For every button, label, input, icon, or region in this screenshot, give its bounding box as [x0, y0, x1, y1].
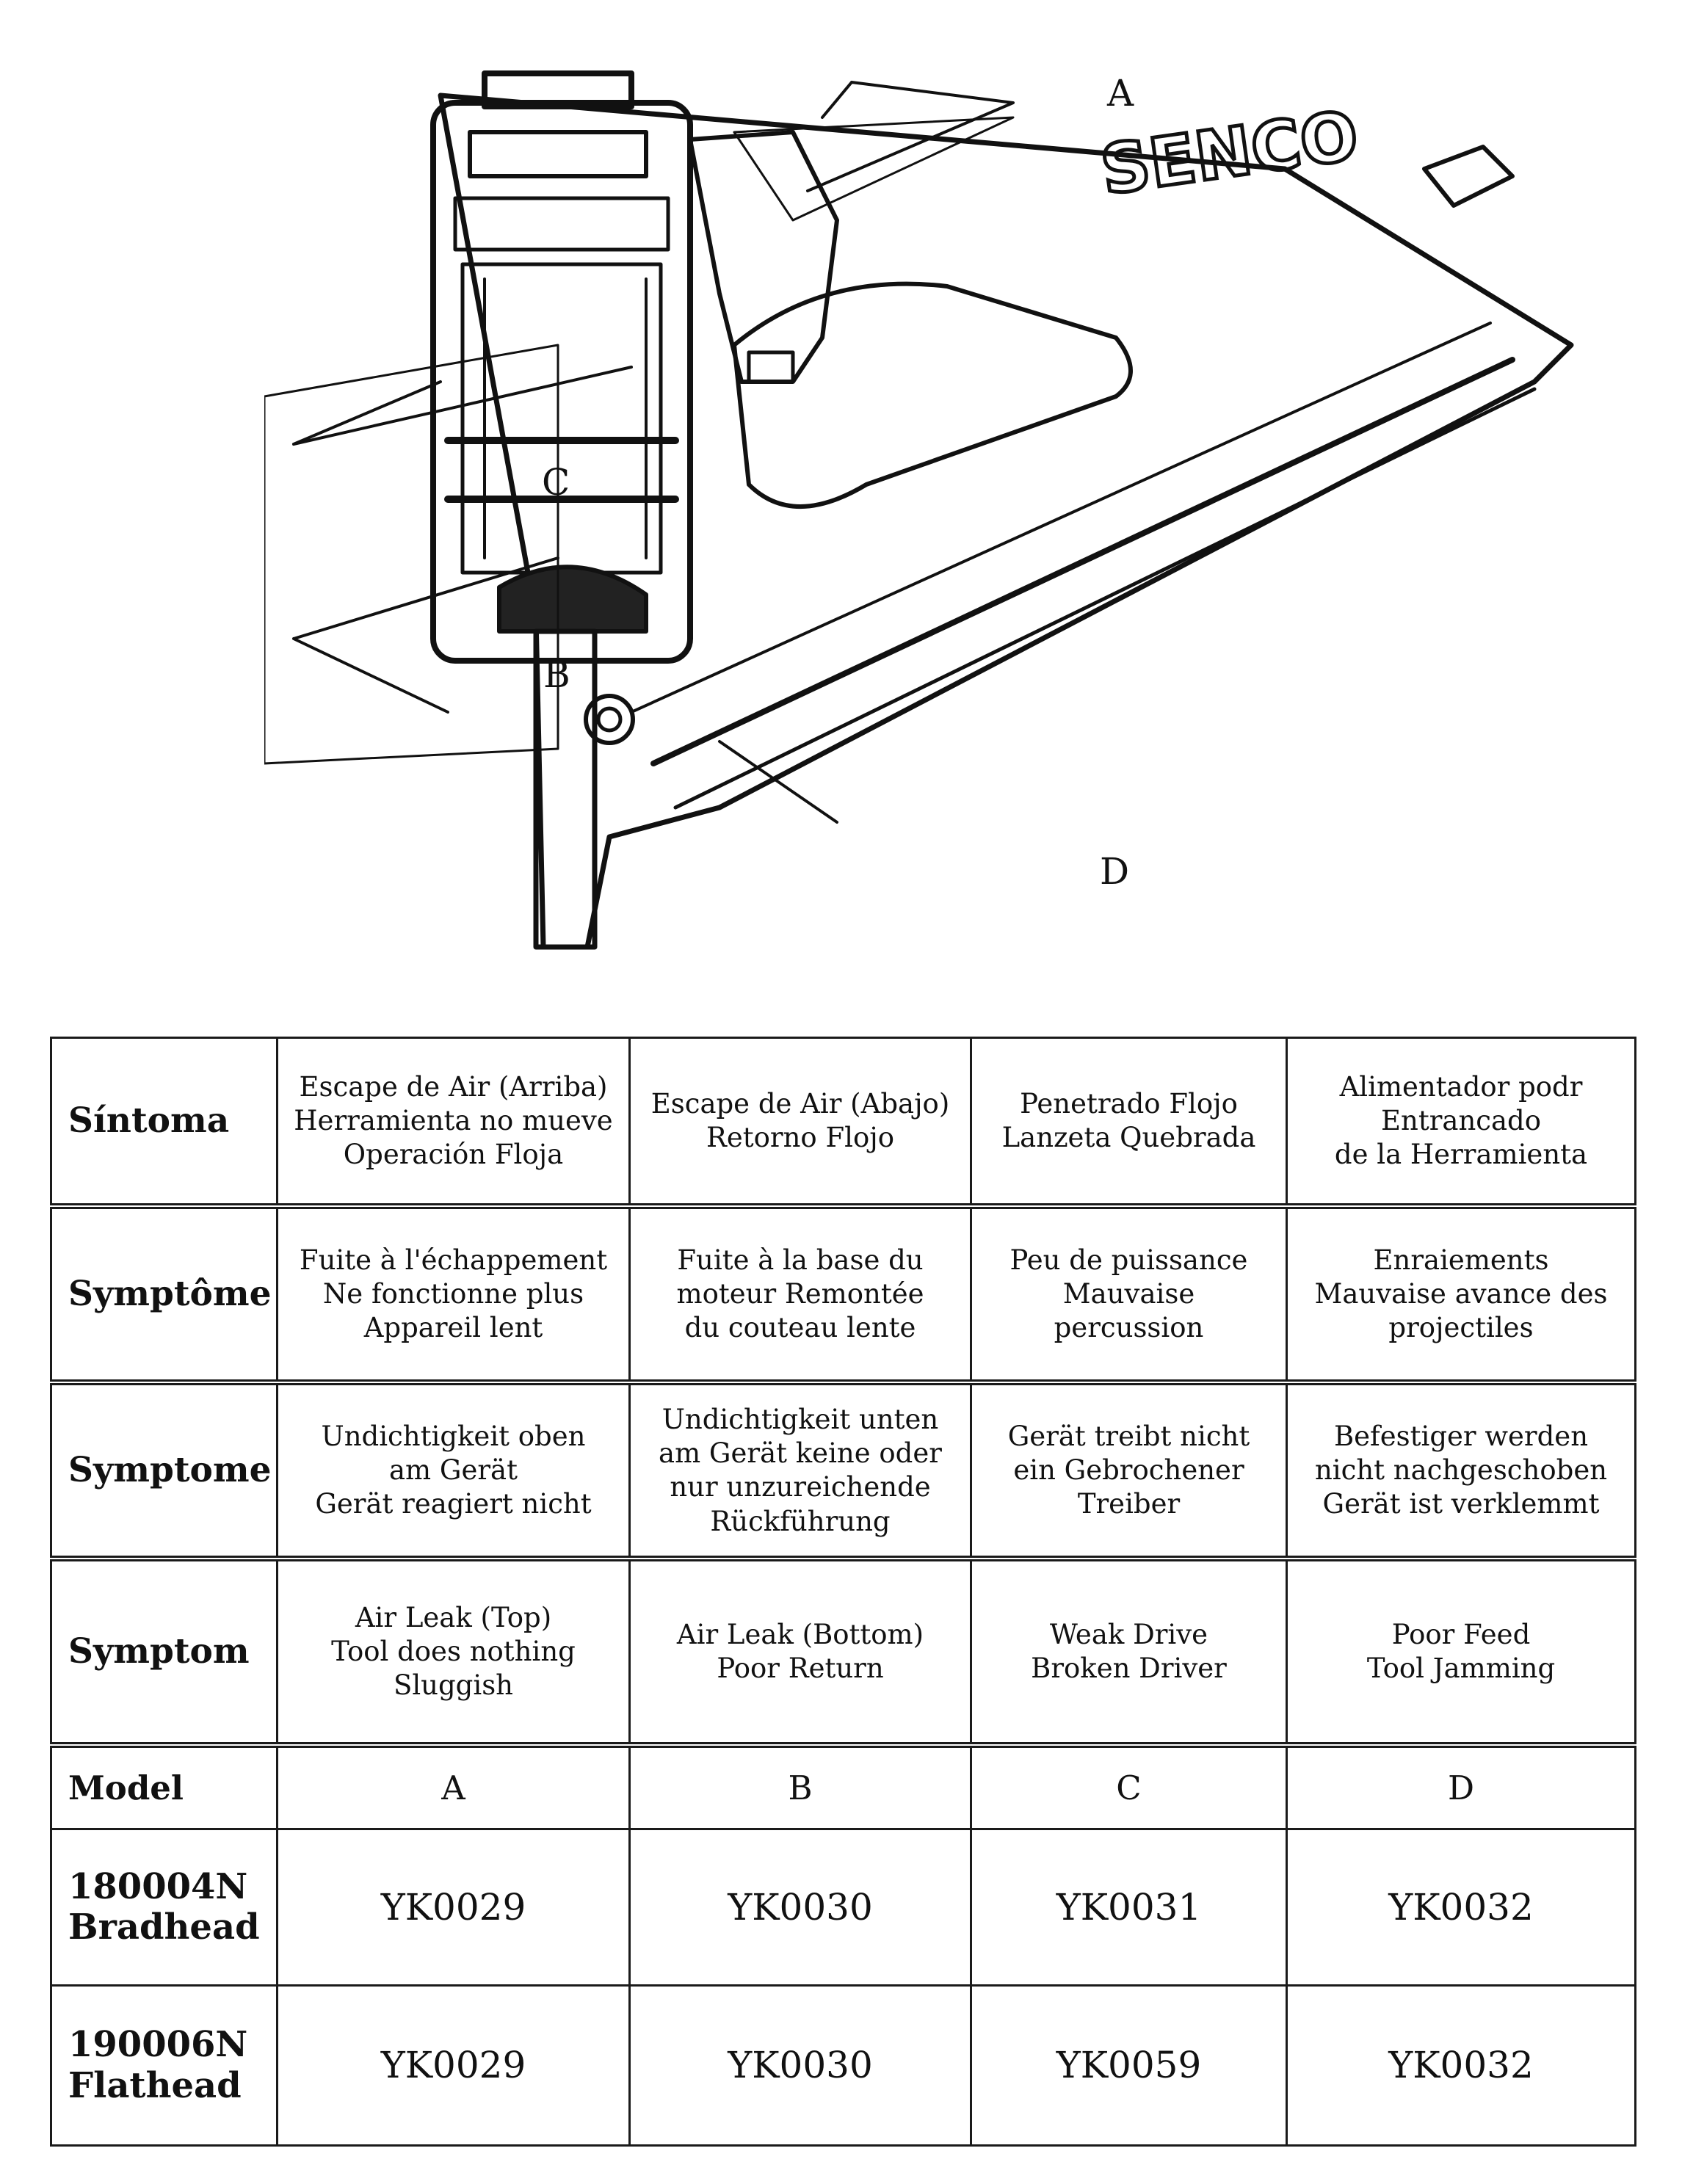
- row-header: Symptôme: [50, 1205, 278, 1386]
- symptom-row-de: Symptome Undichtigkeit oben am Gerät Ger…: [50, 1381, 1636, 1562]
- driver: [497, 565, 648, 634]
- row-header: Symptome: [50, 1381, 278, 1562]
- top-cap: [482, 70, 634, 109]
- symptom-cell: Escape de Air (Abajo) Retorno Flojo: [628, 1037, 972, 1210]
- part-code: YK0030: [628, 1827, 972, 1987]
- callout-d: D: [1100, 850, 1130, 893]
- model-letter-cell: B: [628, 1744, 972, 1830]
- part-code: YK0029: [276, 1984, 631, 2147]
- symptom-cell: Undichtigkeit unten am Gerät keine oder …: [628, 1381, 972, 1562]
- parts-row: 180004N Bradhead YK0029 YK0030 YK0031 YK…: [50, 1827, 1636, 1987]
- leader-d: [718, 740, 838, 824]
- spring-coil: [584, 694, 635, 745]
- symptom-cell: Penetrado Flojo Lanzeta Quebrada: [970, 1037, 1288, 1210]
- model-letter-cell: C: [970, 1744, 1288, 1830]
- symptom-cell: Air Leak (Top) Tool does nothing Sluggis…: [276, 1557, 631, 1749]
- leader-b: [292, 556, 559, 714]
- part-code: YK0029: [276, 1827, 631, 1987]
- symptom-cell: Undichtigkeit oben am Gerät Gerät reagie…: [276, 1381, 631, 1562]
- part-code: YK0032: [1286, 1984, 1636, 2147]
- symptom-cell: Alimentador podr Entrancado de la Herram…: [1286, 1037, 1636, 1210]
- leader-a: [806, 81, 1015, 192]
- symptom-row-fr: Symptôme Fuite à l'échappement Ne foncti…: [50, 1205, 1636, 1386]
- model-name: 180004N Bradhead: [50, 1827, 278, 1987]
- model-name: 190006N Flathead: [50, 1984, 278, 2147]
- symptom-cell: Weak Drive Broken Driver: [970, 1557, 1288, 1749]
- magazine-rail: [650, 357, 1515, 766]
- symptom-cell: Escape de Air (Arriba) Herramienta no mu…: [276, 1037, 631, 1210]
- model-letter-cell: A: [276, 1744, 631, 1830]
- callout-c: C: [542, 461, 570, 504]
- frame-outline: [438, 92, 1574, 950]
- symptom-cell: Befestiger werden nicht nachgeschoben Ge…: [1286, 1381, 1636, 1562]
- symptom-cell: Peu de puissance Mauvaise percussion: [970, 1205, 1288, 1386]
- leader-c: [292, 366, 633, 446]
- model-letter-cell: D: [1286, 1744, 1636, 1830]
- part-code: YK0059: [970, 1984, 1288, 2147]
- callout-b: B: [543, 653, 570, 696]
- row-header: Síntoma: [50, 1037, 278, 1210]
- symptom-cell: Enraiements Mauvaise avance des projecti…: [1286, 1205, 1636, 1386]
- callout-a: A: [1107, 72, 1134, 115]
- part-code: YK0030: [628, 1984, 972, 2147]
- parts-table: Síntoma Escape de Air (Arriba) Herramien…: [50, 1037, 1636, 2147]
- model-header: Model: [50, 1744, 278, 1830]
- parts-row: 190006N Flathead YK0029 YK0030 YK0059 YK…: [50, 1984, 1636, 2147]
- symptom-row-en: Symptom Air Leak (Top) Tool does nothing…: [50, 1557, 1636, 1749]
- symptom-cell: Poor Feed Tool Jamming: [1286, 1557, 1636, 1749]
- model-letter-row: Model A B C D: [50, 1744, 1636, 1830]
- row-header: Symptom: [50, 1557, 278, 1749]
- trigger-valve: [688, 130, 839, 384]
- symptom-cell: Fuite à l'échappement Ne fonctionne plus…: [276, 1205, 631, 1386]
- symptom-row-es: Síntoma Escape de Air (Arriba) Herramien…: [50, 1037, 1636, 1210]
- symptom-cell: Air Leak (Bottom) Poor Return: [628, 1557, 972, 1749]
- nailer-diagram: SENCO A B C D: [264, 29, 1586, 976]
- nailer-drawing: SENCO: [264, 70, 1574, 950]
- symptom-cell: Fuite à la base du moteur Remontée du co…: [628, 1205, 972, 1386]
- handle-opening: [732, 281, 1133, 509]
- part-code: YK0031: [970, 1827, 1288, 1987]
- symptom-cell: Gerät treibt nicht ein Gebrochener Treib…: [970, 1381, 1288, 1562]
- cylinder-housing: [430, 100, 693, 664]
- air-fitting: [1422, 145, 1515, 208]
- part-code: YK0032: [1286, 1827, 1636, 1987]
